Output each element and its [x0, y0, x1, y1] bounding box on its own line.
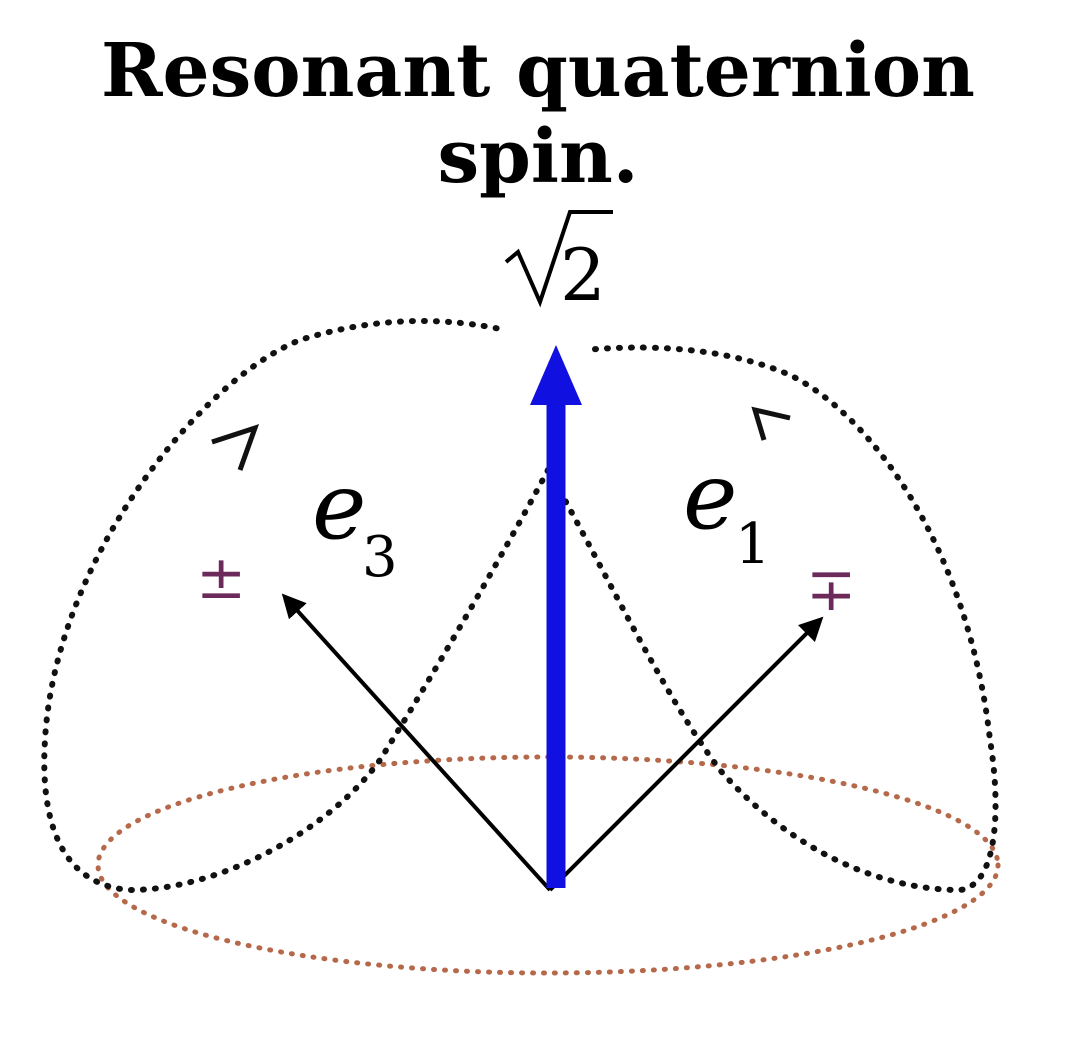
e3-subscript: 3 [362, 525, 398, 590]
right-loop-path [545, 344, 999, 894]
left-sign-label: ± [196, 543, 246, 613]
central-arrow-head [530, 345, 582, 405]
right-sign-label: ∓ [806, 555, 856, 625]
e1-label: e [683, 443, 737, 550]
e1-vector-arrow [548, 616, 824, 892]
e3-vector-arrow [281, 593, 552, 892]
radical-sign-icon [504, 210, 613, 308]
left-loop-arrowhead [211, 424, 260, 471]
diagram-title: Resonant quaternion spin. [101, 28, 975, 200]
e1-subscript: 1 [735, 512, 771, 577]
sqrt-radicand: 2 [560, 233, 606, 317]
left-loop-path [41, 318, 551, 894]
sqrt-two-label: 2 [504, 210, 613, 317]
right-loop-arrowhead [751, 406, 791, 441]
e3-label: e [312, 453, 366, 560]
